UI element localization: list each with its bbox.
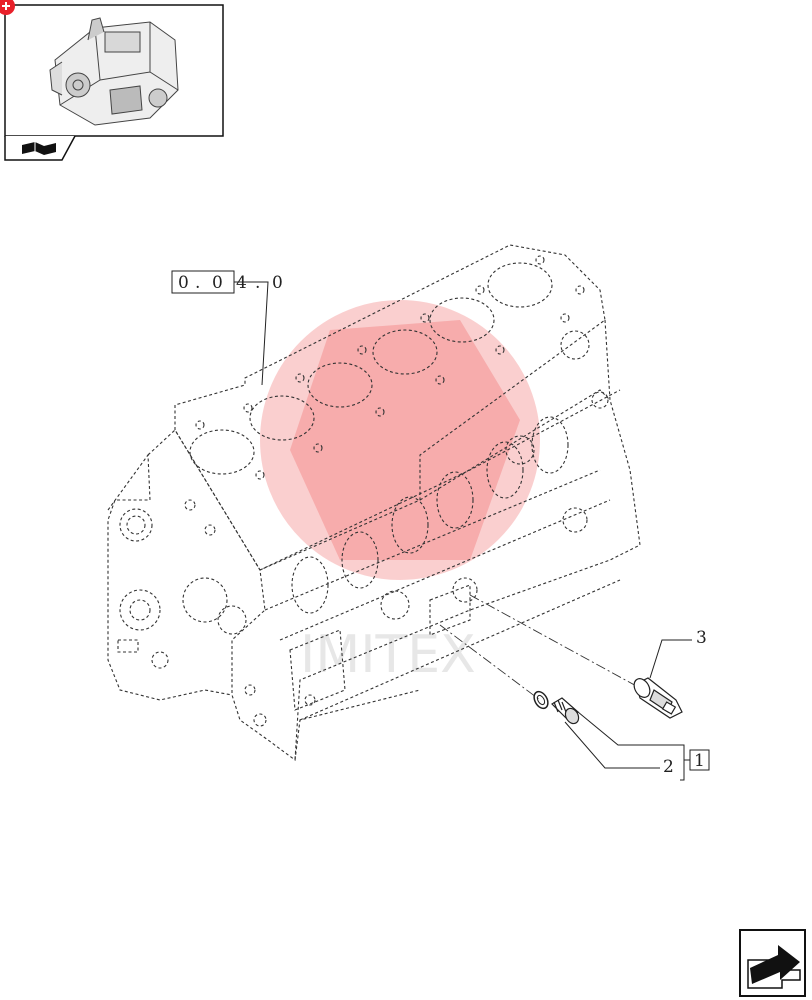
book-tab[interactable] bbox=[4, 135, 76, 161]
part-3-sensor[interactable]: 3 bbox=[469, 594, 707, 719]
part-2-plug[interactable]: 2 1 bbox=[439, 624, 710, 781]
group-reference[interactable]: 0 . 0 4 . 0 bbox=[171, 270, 285, 386]
brand-logo-watermark-icon bbox=[260, 300, 540, 580]
group-code-char-1: . bbox=[195, 273, 202, 293]
group-code-char-4: . bbox=[255, 273, 262, 293]
group-code-char-0: 0 bbox=[178, 273, 191, 293]
kit-reference-box: 1 bbox=[694, 751, 705, 771]
watermark-text: IMITEX bbox=[300, 625, 476, 685]
next-page-arrow-icon bbox=[747, 945, 801, 989]
engine-block-outline bbox=[107, 244, 641, 762]
group-code-char-3: 4 bbox=[236, 273, 249, 293]
next-page-button[interactable] bbox=[739, 929, 806, 997]
engine-thumbnail-icon bbox=[49, 17, 179, 126]
thumbnail-panel[interactable] bbox=[0, 0, 224, 137]
plus-badge-icon bbox=[0, 0, 15, 15]
group-code-char-5: 0 bbox=[272, 273, 285, 293]
callout-2: 2 bbox=[663, 757, 674, 777]
open-book-icon bbox=[22, 142, 56, 155]
callout-3: 3 bbox=[696, 628, 707, 648]
group-code-char-2: 0 bbox=[212, 273, 225, 293]
